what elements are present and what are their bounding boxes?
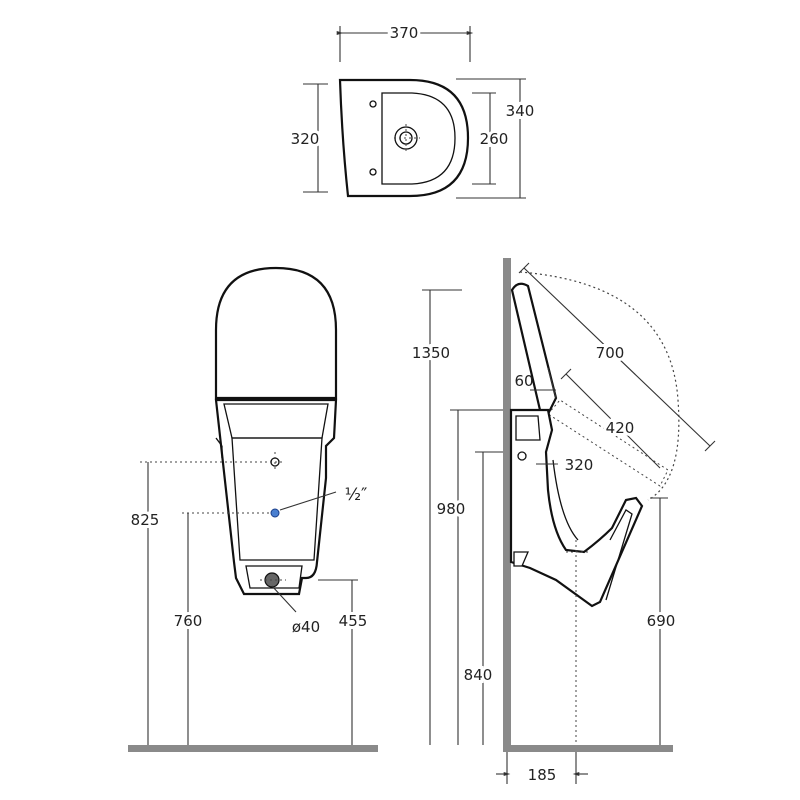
- ground-line-right: [503, 745, 673, 752]
- dim-side-185: 185: [528, 766, 557, 784]
- dim-front-760: 760: [174, 612, 203, 630]
- dim-side-840: 840: [464, 666, 493, 684]
- inlet-marker-icon: [270, 508, 280, 518]
- front-view-lid: [214, 266, 338, 400]
- dim-front-455: 455: [339, 612, 368, 630]
- dim-top-320: 320: [291, 130, 320, 148]
- dim-side-980: 980: [437, 500, 466, 518]
- side-view-lid: [510, 282, 558, 416]
- dim-top-370: 370: [390, 24, 419, 42]
- dim-side-60: 60: [514, 372, 533, 390]
- dim-side-690: 690: [647, 612, 676, 630]
- dim-top-340: 340: [506, 102, 535, 120]
- dim-side-700: 700: [596, 344, 625, 362]
- ground-line-left: [128, 745, 378, 752]
- dim-side-1350: 1350: [412, 344, 450, 362]
- dim-front-half-inch: ½″: [345, 485, 368, 505]
- dim-side-420: 420: [606, 419, 635, 437]
- dim-front-o40: ø40: [292, 618, 320, 636]
- side-view-body: [509, 408, 644, 608]
- top-view: 370 320 260 340: [288, 21, 537, 199]
- dim-front-825: 825: [131, 511, 160, 529]
- side-view: 1350 980 840 690 700 420 60 320: [409, 258, 716, 787]
- front-view: ø40 ½″ 825 760 455: [128, 266, 378, 752]
- wall: [503, 258, 511, 750]
- front-view-body: [214, 398, 338, 596]
- dim-side-320: 320: [565, 456, 594, 474]
- top-view-bowl: [381, 92, 456, 185]
- dim-top-260: 260: [480, 130, 509, 148]
